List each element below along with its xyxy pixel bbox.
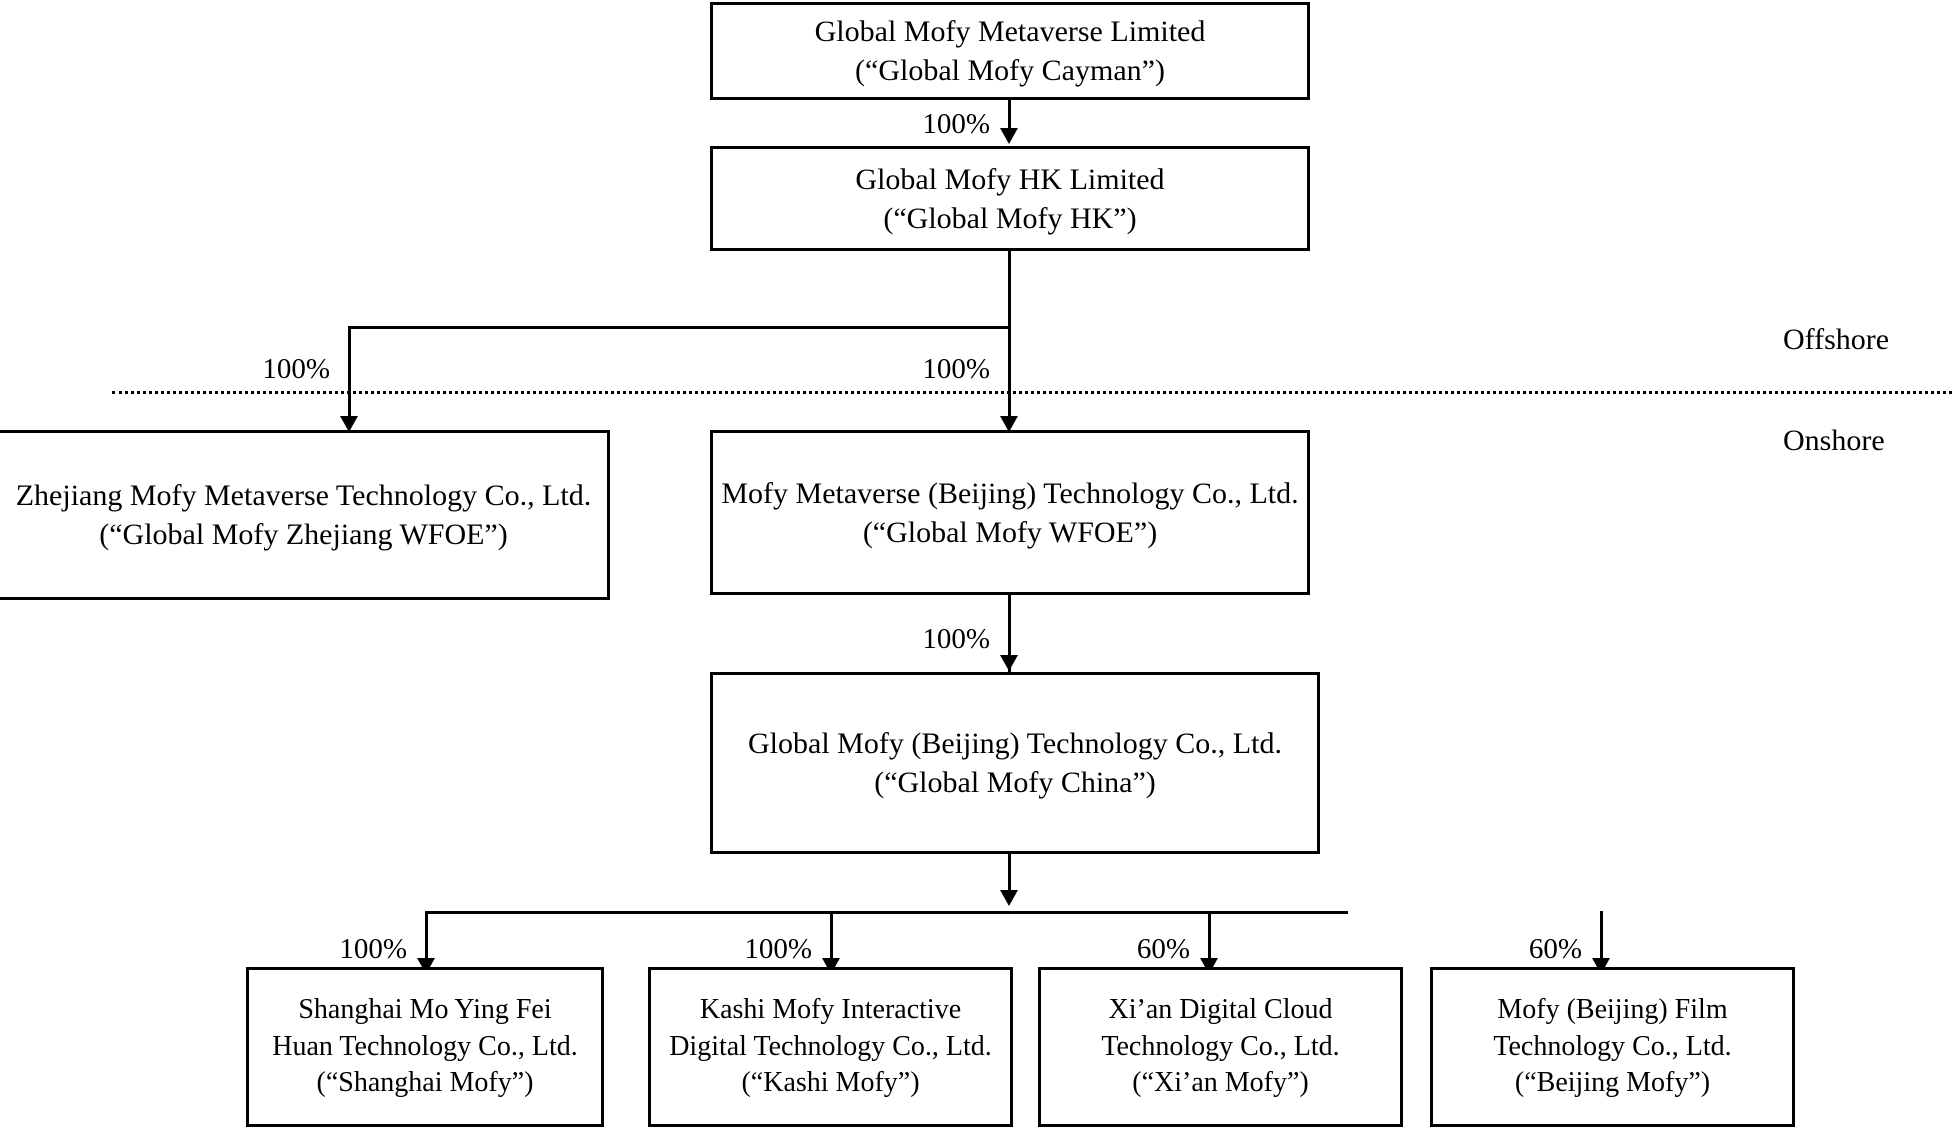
connector-china-branch-bar xyxy=(425,911,1348,914)
arrowhead-cayman-to-hk xyxy=(1000,128,1018,144)
node-cayman-line2: (“Global Mofy Cayman”) xyxy=(855,54,1165,87)
node-wfoe-line2: (“Global Mofy WFOE”) xyxy=(862,515,1158,549)
node-global-mofy-zhejiang-wfoe: Zhejiang Mofy Metaverse Technology Co., … xyxy=(0,430,610,600)
node-shanghai-line1: Shanghai Mo Ying Fei xyxy=(298,994,552,1026)
arrowhead-hk-to-zhejiang xyxy=(340,416,358,432)
edge-label-hk-to-zhejiang: 100% xyxy=(262,353,330,385)
connector-china-to-xian xyxy=(1208,911,1211,967)
node-zhejiang-line1: Zhejiang Mofy Metaverse Technology Co., … xyxy=(15,479,592,512)
node-hk-line1: Global Mofy HK Limited xyxy=(855,162,1165,196)
connector-hk-branch-bar xyxy=(348,326,1011,329)
offshore-onshore-divider xyxy=(112,391,1952,394)
connector-hk-to-wfoe xyxy=(1008,326,1011,424)
connector-china-to-shanghai xyxy=(425,911,428,967)
node-shanghai-line3: (“Shanghai Mofy”) xyxy=(316,1067,534,1099)
node-china-line2: (“Global Mofy China”) xyxy=(874,766,1156,799)
connector-hk-to-zhejiang xyxy=(348,326,351,424)
node-global-mofy-hk: Global Mofy HK Limited (“Global Mofy HK”… xyxy=(710,146,1310,251)
zone-label-offshore: Offshore xyxy=(1783,323,1890,356)
node-beijing-line1: Mofy (Beijing) Film xyxy=(1497,994,1728,1026)
edge-label-cayman-to-hk: 100% xyxy=(922,108,990,140)
edge-label-china-to-kashi: 100% xyxy=(744,933,812,965)
node-xian-line1: Xi’an Digital Cloud xyxy=(1108,994,1333,1026)
arrowhead-china-stub xyxy=(1000,890,1018,906)
edge-label-hk-to-wfoe: 100% xyxy=(922,353,990,385)
arrowhead-wfoe-to-china xyxy=(1000,655,1018,671)
node-china-line1: Global Mofy (Beijing) Technology Co., Lt… xyxy=(748,727,1282,760)
node-global-mofy-cayman: Global Mofy Metaverse Limited (“Global M… xyxy=(710,2,1310,100)
node-zhejiang-line2: (“Global Mofy Zhejiang WFOE”) xyxy=(99,518,508,551)
node-kashi-line1: Kashi Mofy Interactive xyxy=(699,994,962,1026)
node-cayman-line1: Global Mofy Metaverse Limited xyxy=(814,15,1206,48)
node-kashi-line3: (“Kashi Mofy”) xyxy=(741,1067,920,1099)
connector-china-to-beijing xyxy=(1600,911,1603,967)
node-kashi-mofy: Kashi Mofy Interactive Digital Technolog… xyxy=(648,967,1013,1127)
node-beijing-mofy: Mofy (Beijing) Film Technology Co., Ltd.… xyxy=(1430,967,1795,1127)
edge-label-china-to-shanghai: 100% xyxy=(339,933,407,965)
connector-cayman-to-hk xyxy=(1008,100,1011,130)
connector-china-stub xyxy=(1008,854,1011,898)
node-beijing-line3: (“Beijing Mofy”) xyxy=(1514,1067,1711,1099)
node-xian-line3: (“Xi’an Mofy”) xyxy=(1132,1067,1309,1099)
node-beijing-line2: Technology Co., Ltd. xyxy=(1493,1030,1732,1062)
node-xian-line2: Technology Co., Ltd. xyxy=(1101,1030,1340,1062)
connector-hk-stub xyxy=(1008,251,1011,329)
zone-label-onshore: Onshore xyxy=(1783,424,1885,457)
node-wfoe-line1: Mofy Metaverse (Beijing) Technology Co.,… xyxy=(721,476,1299,510)
connector-china-to-kashi xyxy=(830,911,833,967)
node-shanghai-line2: Huan Technology Co., Ltd. xyxy=(272,1030,578,1062)
node-shanghai-mofy: Shanghai Mo Ying Fei Huan Technology Co.… xyxy=(246,967,604,1127)
edge-label-wfoe-to-china: 100% xyxy=(922,623,990,655)
node-global-mofy-china: Global Mofy (Beijing) Technology Co., Lt… xyxy=(710,672,1320,854)
node-hk-line2: (“Global Mofy HK”) xyxy=(883,201,1137,235)
connector-wfoe-to-china xyxy=(1008,595,1011,672)
edge-label-china-to-beijing: 60% xyxy=(1528,933,1582,965)
arrowhead-hk-to-wfoe xyxy=(1000,416,1018,432)
node-xian-mofy: Xi’an Digital Cloud Technology Co., Ltd.… xyxy=(1038,967,1403,1127)
edge-label-china-to-xian: 60% xyxy=(1136,933,1190,965)
node-kashi-line2: Digital Technology Co., Ltd. xyxy=(669,1030,992,1062)
node-global-mofy-wfoe: Mofy Metaverse (Beijing) Technology Co.,… xyxy=(710,430,1310,595)
